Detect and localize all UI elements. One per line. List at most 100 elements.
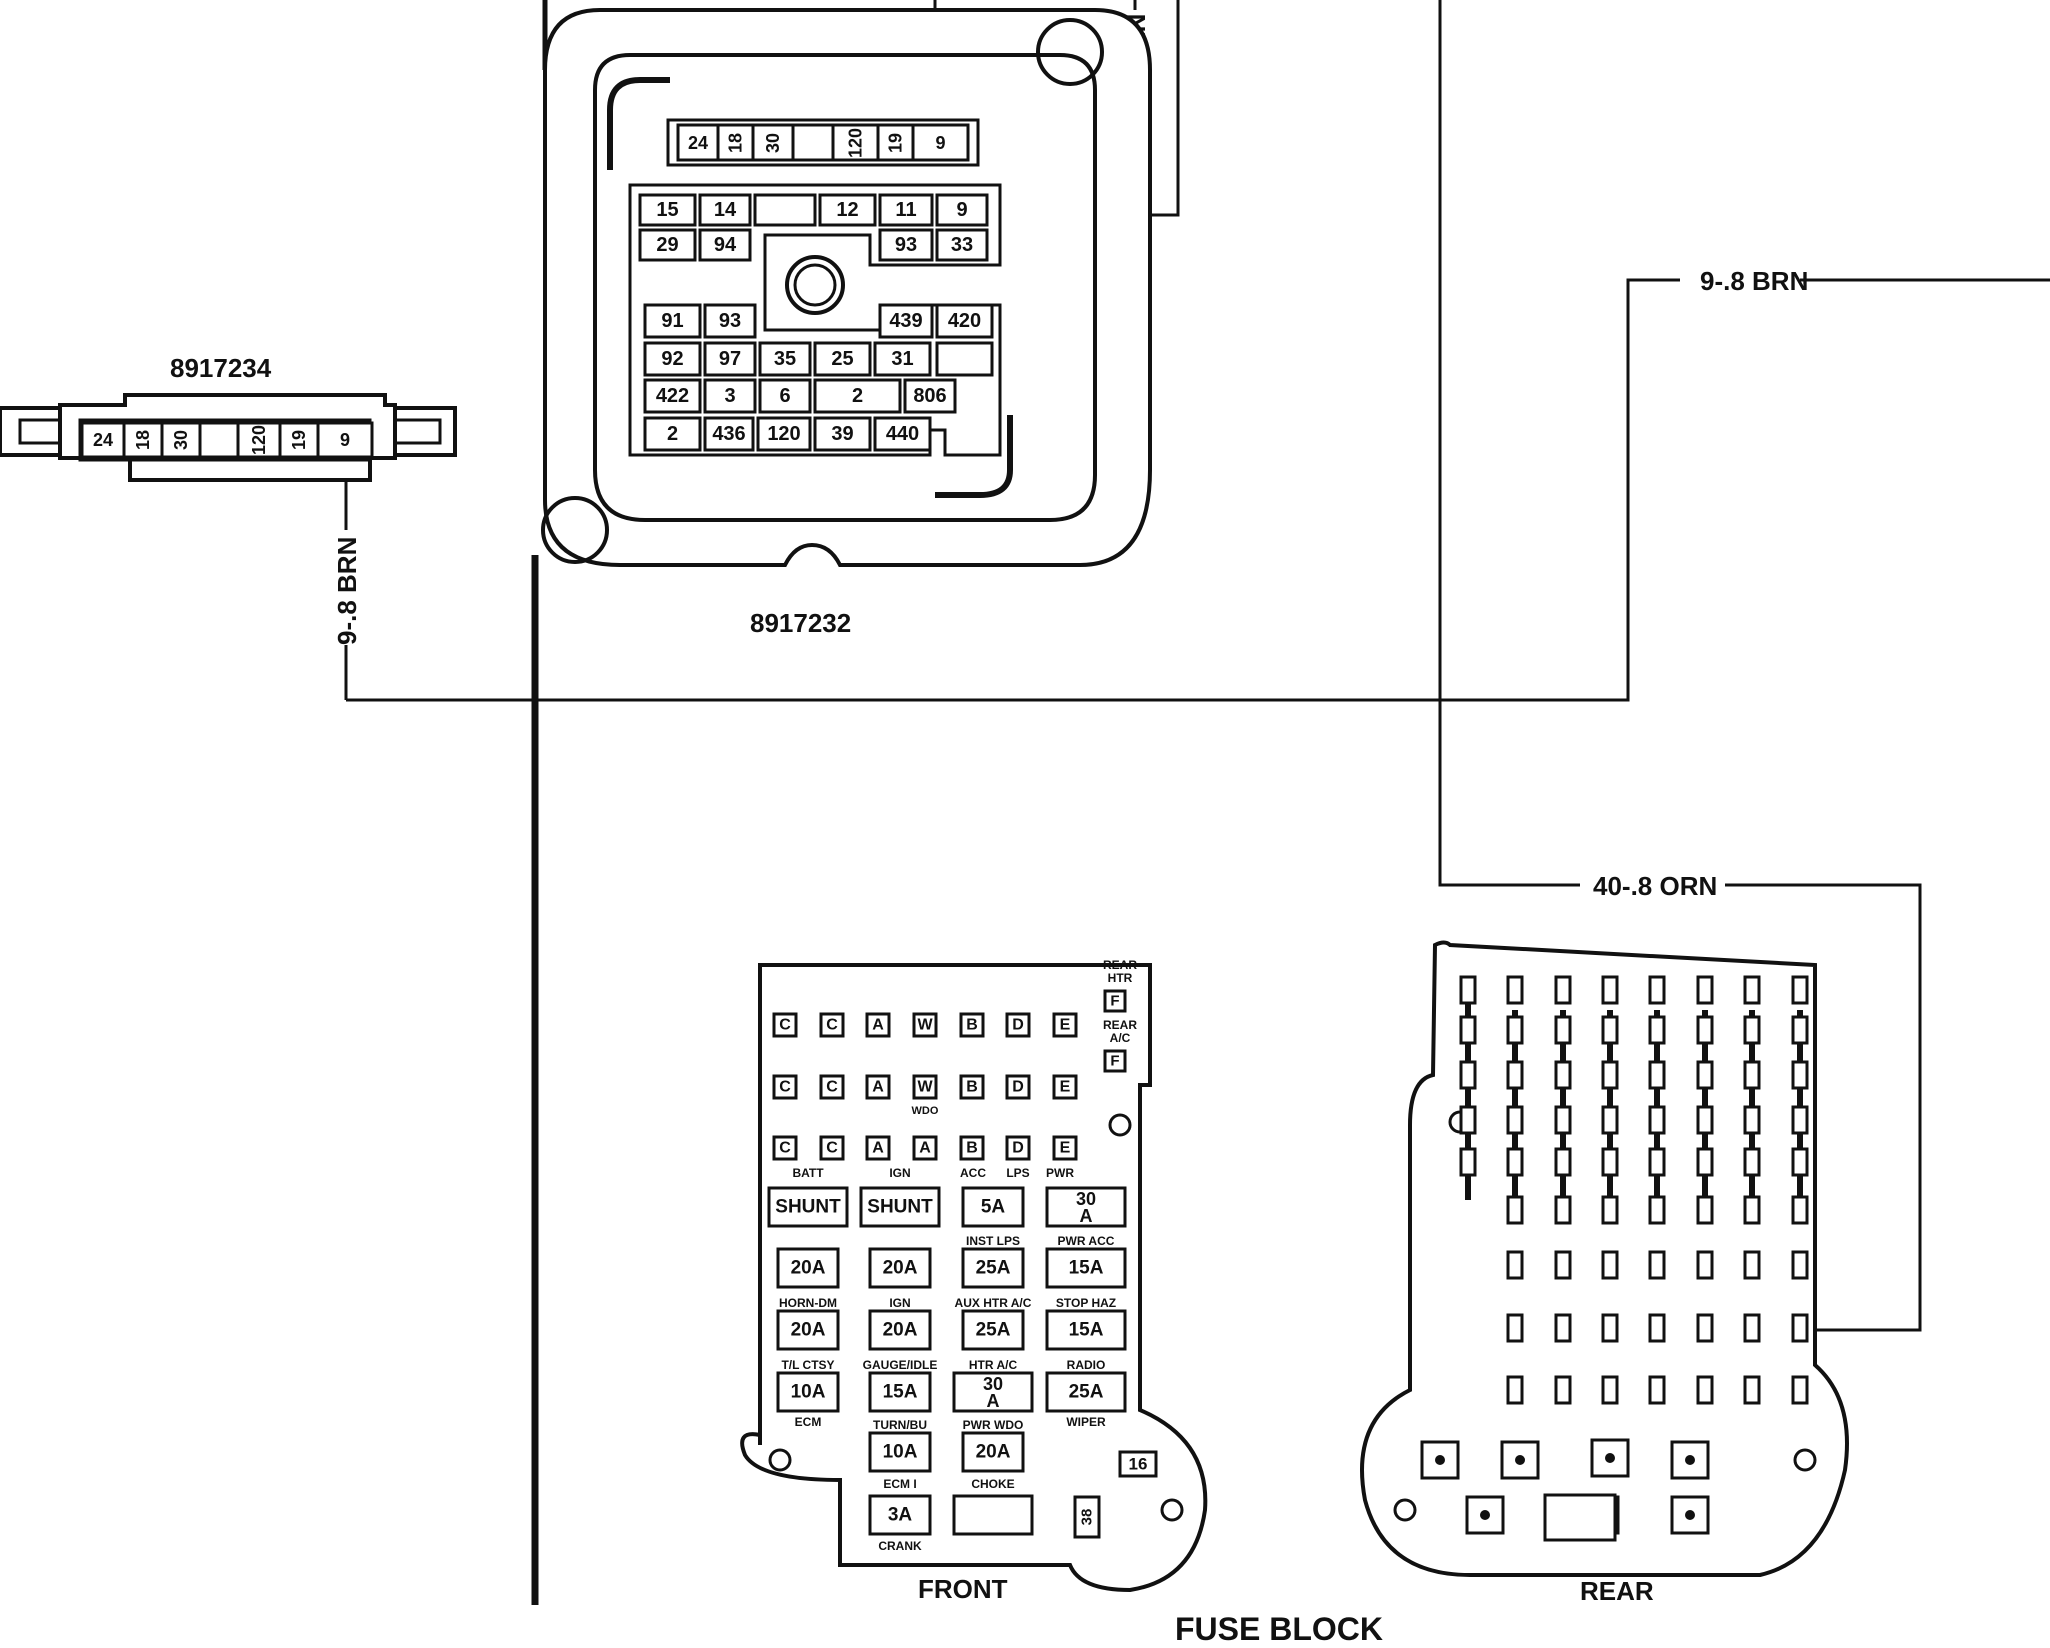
fuse-bottom-label: ECM I <box>883 1477 916 1491</box>
relay-slot <box>959 1012 985 1038</box>
fuse-value: 20A <box>791 1258 826 1279</box>
connector-large-block-b-label: 440 <box>886 423 919 445</box>
rear-socket <box>1500 1440 1540 1480</box>
wire-40-orn-end <box>1725 883 1922 1332</box>
fuse-value: 5A <box>981 1197 1006 1218</box>
connector-large-block-b-cavity <box>703 416 755 452</box>
connector-large-block-a-cavity <box>878 228 934 262</box>
relay-slot-letter: E <box>1060 1017 1071 1034</box>
relay-slot-letter: A <box>872 1079 884 1096</box>
fuse-block-rear: REAR <box>1360 940 1849 1606</box>
rear-socket <box>1590 1438 1630 1478</box>
connector-large-block-b-cavity <box>643 378 702 414</box>
connector-large-block-b-cavity <box>756 416 812 452</box>
rear-terminal <box>1743 975 1761 1005</box>
fuse <box>868 1431 932 1473</box>
rear-terminal <box>1554 1060 1572 1090</box>
connector-large-block-b-cavity <box>703 378 757 414</box>
connector-large-block-a-label: 15 <box>656 199 678 221</box>
connector-large-block-b-cavity <box>873 416 932 452</box>
rear-terminal <box>1506 1313 1524 1343</box>
relay-slot-letter: B <box>966 1140 978 1157</box>
connector-large-block-a-label: 12 <box>836 199 858 221</box>
relay-slot-letter: B <box>966 1017 978 1034</box>
front-side-slot <box>1103 989 1127 1013</box>
fuse <box>1045 1371 1127 1413</box>
connector-large-block-b-label: 93 <box>719 310 741 332</box>
connector-large-block-b-label: 35 <box>774 348 796 370</box>
fuse <box>1045 1186 1127 1228</box>
wire-label-right: 9-.8 BRN <box>1700 266 1808 296</box>
rear-terminal <box>1791 1105 1809 1135</box>
relay-slot-letter: C <box>779 1017 791 1034</box>
rear-terminal <box>1648 975 1666 1005</box>
relay-slot <box>772 1012 798 1038</box>
rear-terminal <box>1743 1015 1761 1045</box>
connector-small-cavity <box>278 421 320 459</box>
rear-terminal <box>1601 975 1619 1005</box>
fuse <box>961 1186 1025 1228</box>
connector-small-cavity-label: 9 <box>340 430 350 450</box>
rear-terminal <box>1743 1105 1761 1135</box>
connector-large-top-cavity <box>791 123 835 162</box>
fuse <box>868 1494 932 1536</box>
connector-large-block-a-cavity <box>638 228 697 262</box>
fuse-value: 10A <box>883 1442 918 1463</box>
connector-small-cavity-label: 19 <box>289 430 309 450</box>
connector-large-block-b-cavity <box>813 378 902 414</box>
fuse-value: 30 <box>983 1374 1003 1394</box>
fuse-value: 15A <box>883 1382 918 1403</box>
fuse-top-label: PWR WDO <box>963 1418 1024 1432</box>
fuse-value: 25A <box>1069 1382 1104 1403</box>
fuse-slot-38-label: 38 <box>1079 1509 1096 1526</box>
rear-terminal <box>1554 975 1572 1005</box>
connector-large-block-b-cavity <box>935 341 994 377</box>
rear-terminal <box>1459 1105 1477 1135</box>
relay-slot-letter: E <box>1060 1140 1071 1157</box>
rear-terminal <box>1601 1015 1619 1045</box>
rear-terminal <box>1696 1060 1714 1090</box>
rear-terminal <box>1554 1015 1572 1045</box>
connector-large-top-cavity <box>911 123 970 162</box>
fuse-slot-16 <box>1118 1450 1158 1478</box>
connector-large-block-b-label: 31 <box>891 348 913 370</box>
rear-terminal <box>1696 1375 1714 1405</box>
connector-large-block-b-cavity <box>903 378 957 414</box>
rear-terminal <box>1791 1313 1809 1343</box>
relay-slot <box>959 1074 985 1100</box>
relay-slot <box>912 1012 938 1038</box>
relay-slot <box>819 1074 845 1100</box>
connector-large-block-b-label: 436 <box>712 423 745 445</box>
fuse <box>776 1247 840 1289</box>
relay-slot <box>1052 1135 1078 1161</box>
front-side-letter: F <box>1110 1053 1119 1070</box>
connector-large-block-b-label: 91 <box>661 310 683 332</box>
connector-large-block-b-cavity <box>813 416 872 452</box>
fuse-block-rear-caption: REAR <box>1580 1576 1654 1606</box>
relay-slot <box>819 1012 845 1038</box>
fuse-top-label: TURN/BU <box>873 1418 927 1432</box>
rear-terminal <box>1743 1250 1761 1280</box>
rear-terminal <box>1743 1060 1761 1090</box>
rear-terminal <box>1601 1313 1619 1343</box>
rear-terminal <box>1791 1250 1809 1280</box>
fuse-slot-label: LPS <box>1006 1166 1029 1180</box>
rear-socket-pin <box>1515 1455 1525 1465</box>
fuse <box>868 1309 932 1351</box>
relay-slot <box>772 1074 798 1100</box>
rear-terminal <box>1601 1147 1619 1177</box>
rear-terminal <box>1648 1147 1666 1177</box>
relay-slot-letter: W <box>917 1017 933 1034</box>
rear-terminal <box>1506 1060 1524 1090</box>
rear-socket-pin <box>1435 1455 1445 1465</box>
connector-large-top-cavity <box>676 123 720 162</box>
fuse-value: 20A <box>976 1442 1011 1463</box>
fuse <box>1045 1247 1127 1289</box>
rear-terminal <box>1506 1195 1524 1225</box>
rear-terminal <box>1696 1105 1714 1135</box>
fuse-block-title: FUSE BLOCK <box>1175 1611 1383 1647</box>
connector-large-block-a-label: 93 <box>895 234 917 256</box>
connector-large-block-a-label: 9 <box>956 199 967 221</box>
relay-wdo-label: WDO <box>912 1105 939 1117</box>
